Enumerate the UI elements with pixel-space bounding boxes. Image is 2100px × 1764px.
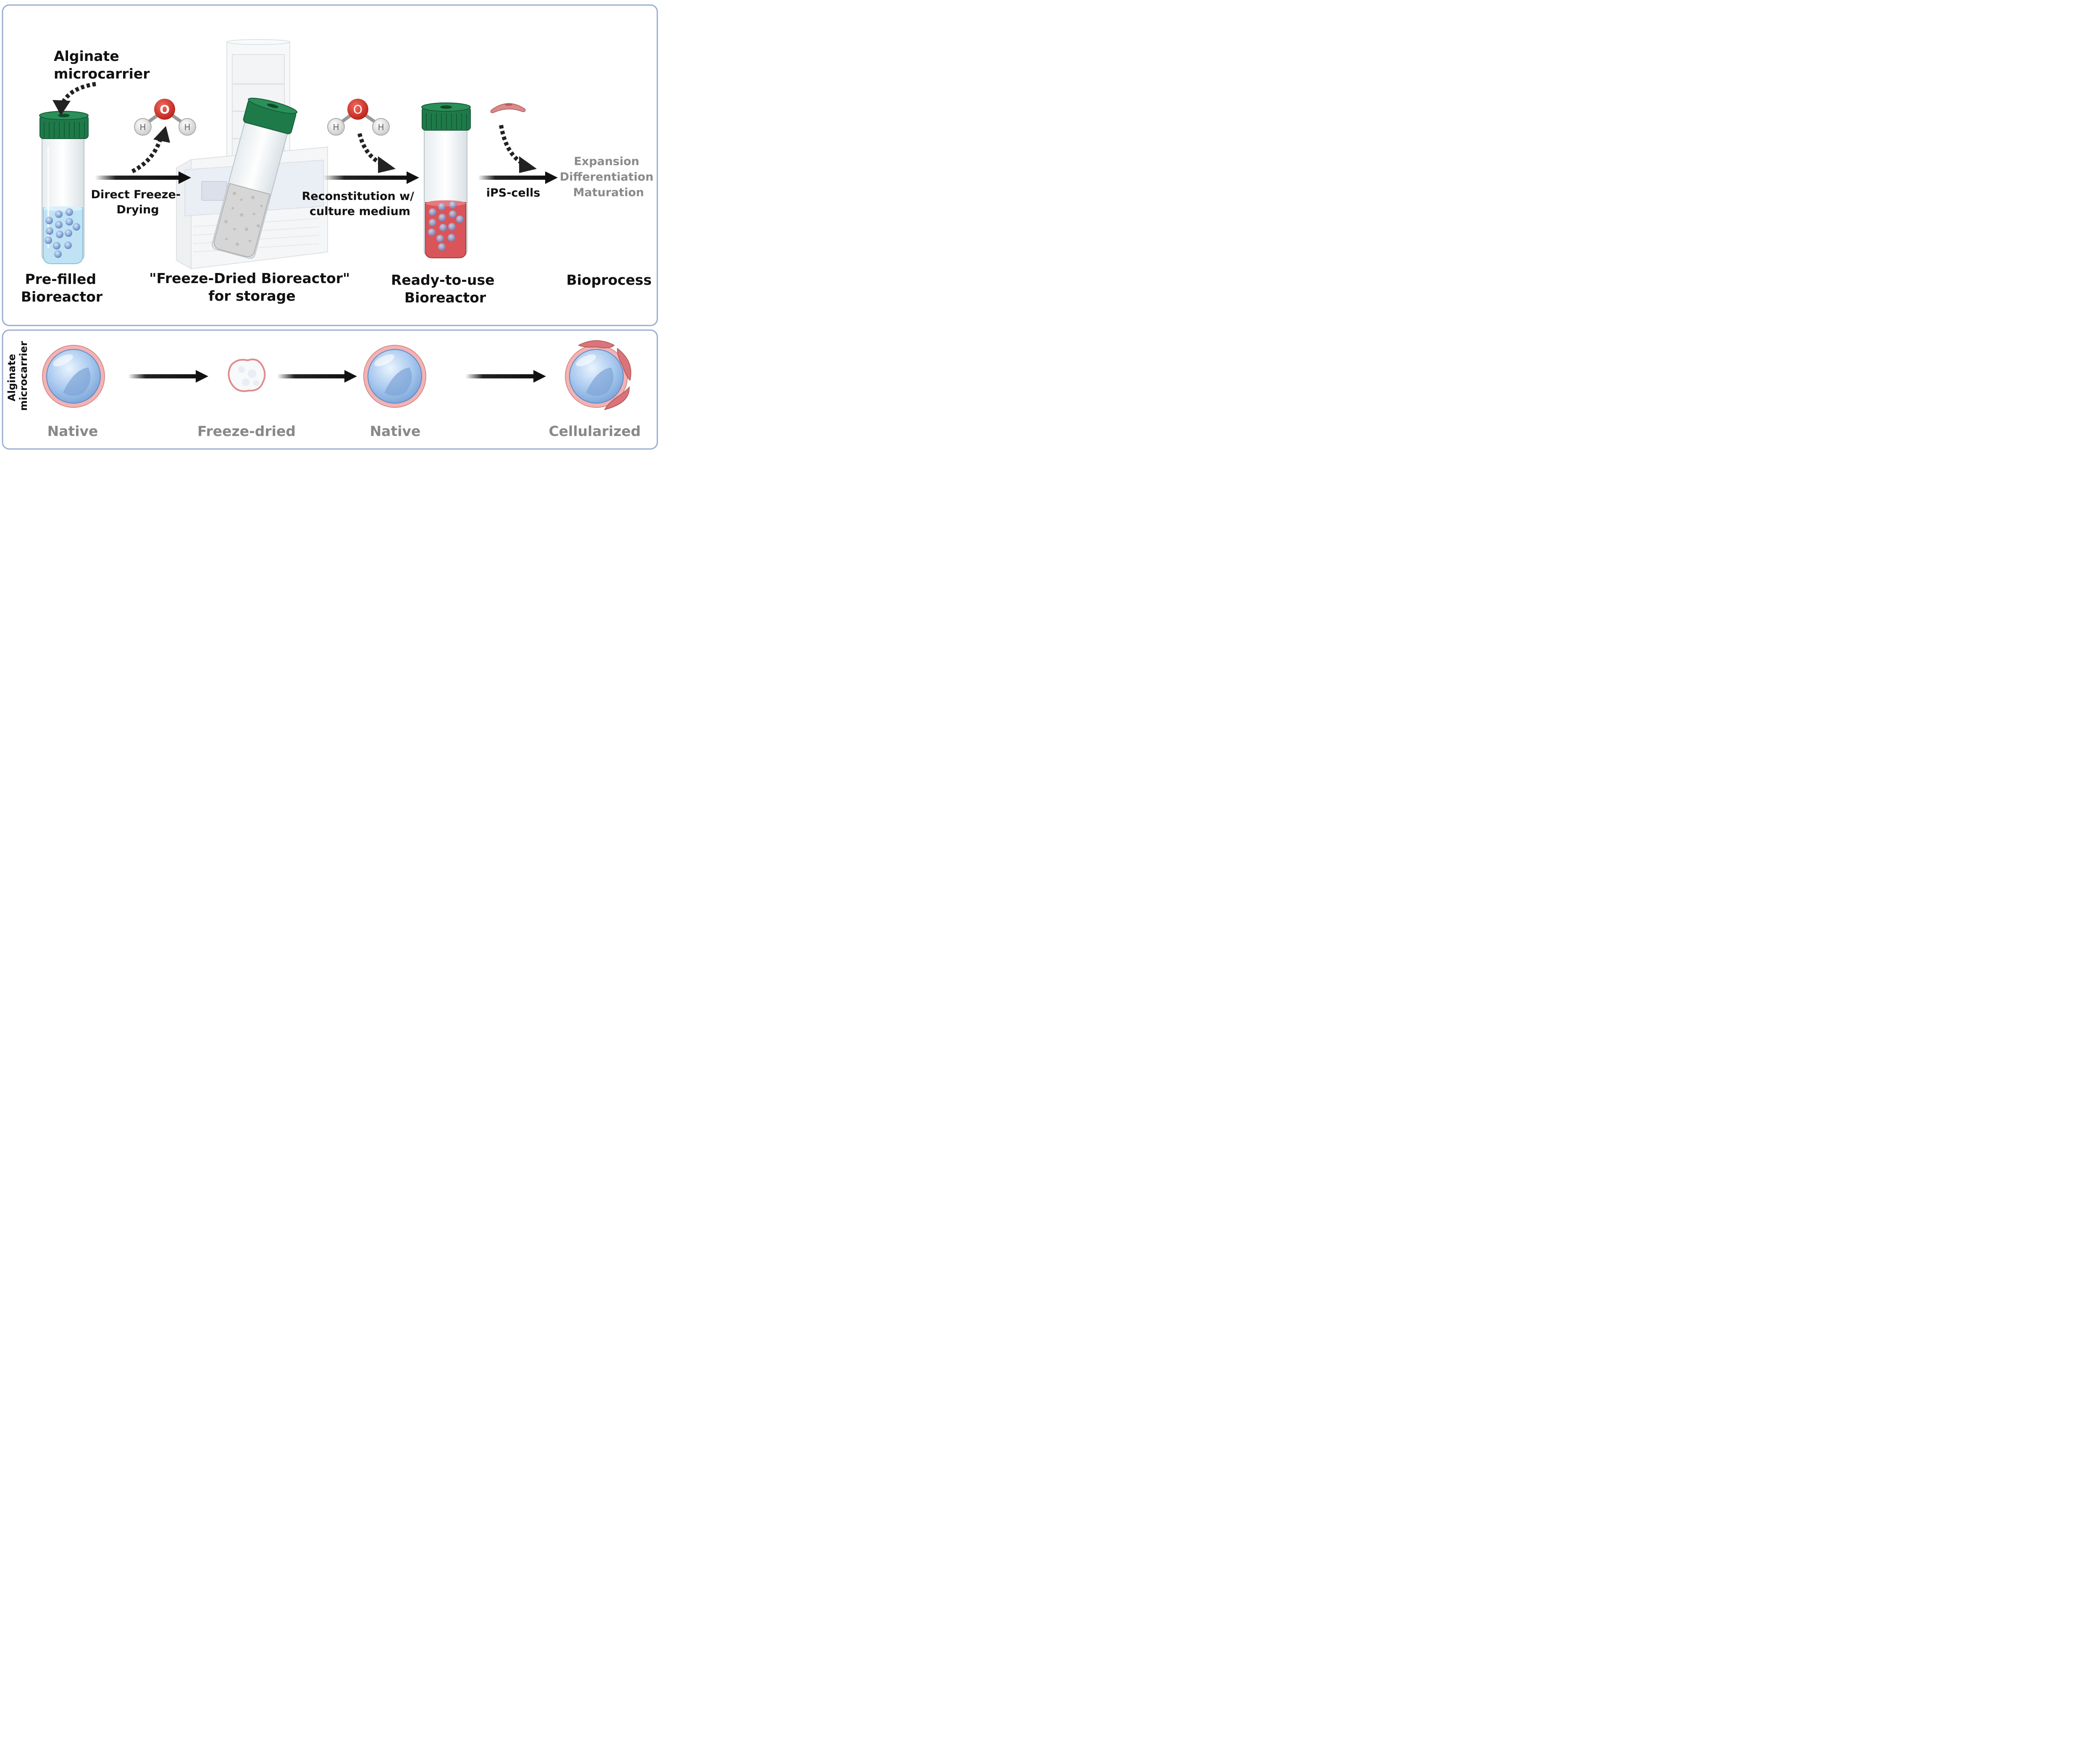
native-microcarrier-1	[42, 345, 105, 408]
arrow-bioprocess	[478, 171, 558, 184]
hydrogen-atom-label: H	[333, 122, 339, 132]
side-alginate-microcarrier-label: Alginate microcarrier	[6, 341, 29, 411]
prefilled-bioreactor-label: Pre-filled Bioreactor	[21, 271, 103, 305]
bottom-arrow-1	[128, 370, 208, 383]
cellularized-microcarrier	[565, 340, 631, 410]
dotted-arrow-evaporation	[131, 126, 170, 173]
hydrogen-atom-label: H	[378, 122, 384, 132]
bioprocess-steps-label: Expansion Differentiation Maturation	[560, 155, 657, 199]
dotted-arrow-alginate	[52, 82, 96, 116]
arrow-reconstitution	[323, 171, 419, 184]
microcarrier-beads-red	[428, 201, 464, 251]
bottom-panel	[2, 329, 658, 450]
bottom-arrow-3	[465, 370, 546, 383]
state-native-2: Native	[370, 423, 421, 439]
direct-freeze-drying-label: Direct Freeze- Drying	[91, 188, 185, 216]
ips-cell-icon	[490, 103, 526, 113]
water-molecule-1: O H H	[134, 99, 196, 136]
freeze-dried-bioreactor-label: "Freeze-Dried Bioreactor" for storage	[149, 270, 354, 304]
dotted-arrow-water-in	[357, 133, 396, 173]
dotted-arrow-cells-in	[499, 125, 537, 173]
arrow-freeze-drying	[95, 171, 191, 184]
top-panel	[2, 4, 658, 326]
oxygen-atom-label: O	[160, 102, 170, 116]
diagram-canvas: O H H O H H	[2, 4, 658, 450]
state-freeze-dried: Freeze-dried	[197, 423, 296, 439]
water-molecule-2: O H H	[327, 99, 390, 136]
microcarrier-beads	[45, 208, 80, 258]
ready-to-use-bioreactor-label: Ready-to-use Bioreactor	[391, 272, 499, 306]
oxygen-atom-label: O	[353, 102, 362, 116]
hydrogen-atom-label: H	[139, 122, 146, 132]
native-microcarrier-2	[363, 345, 426, 408]
hydrogen-atom-label: H	[184, 122, 190, 132]
ips-cells-label: iPS-cells	[486, 186, 541, 200]
bioprocess-label: Bioprocess	[567, 272, 652, 288]
prefilled-bioreactor-tube	[39, 111, 89, 264]
ready-bioreactor-tube	[421, 102, 471, 258]
freeze-dried-microcarrier	[228, 358, 266, 392]
state-cellularized: Cellularized	[549, 423, 640, 439]
bottom-arrow-2	[277, 370, 357, 383]
reconstitution-label: Reconstitution w/ culture medium	[302, 190, 418, 218]
alginate-microcarrier-label: Alginate microcarrier	[54, 48, 150, 82]
state-native-1: Native	[47, 423, 98, 439]
freeze-dried-bioreactor-tube	[212, 97, 298, 259]
attached-cells	[578, 340, 631, 410]
